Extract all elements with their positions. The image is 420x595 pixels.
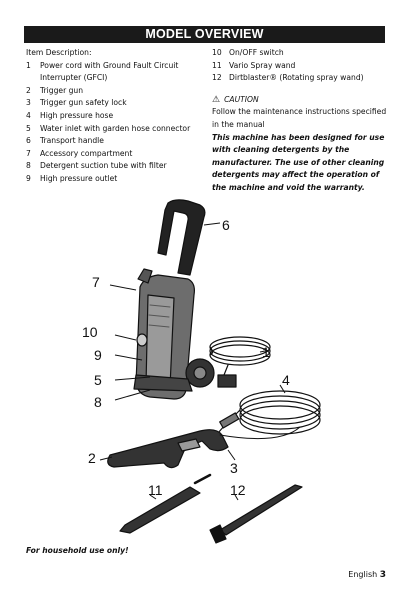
item-text: Trigger gun safety lock [40,98,127,108]
list-item: 5 Water inlet with garden hose connector [26,123,206,136]
list-item: 2 Trigger gun [26,85,206,98]
item-number: 12 [212,73,222,83]
item-number: 5 [26,123,31,133]
callout-11: 11 [148,482,163,498]
transport-handle [157,199,206,276]
callout-2: 2 [88,450,96,466]
item-text: Accessory compartment [40,148,133,158]
list-item: 6 Transport handle [26,135,206,148]
item-text: Detergent suction tube with filter [40,161,167,171]
item-text: Transport handle [40,136,104,146]
footer-language: English [348,570,378,579]
item-number: 7 [26,148,31,158]
list-item: 4 High pressure hose [26,110,206,123]
callout-4: 4 [282,372,290,388]
high-pressure-hose-coil [239,405,321,435]
page-number: 3 [379,570,386,580]
list-item: 9 High pressure outlet [26,173,206,186]
callout-8: 8 [94,394,102,410]
item-number: 4 [26,110,31,120]
vario-spray-wand [119,486,201,534]
accessory-compartment [137,268,153,284]
warning-triangle-icon: ⚠ [212,95,221,106]
caution-heading: ⚠ CAUTION [212,94,390,107]
callout-10: 10 [82,324,98,340]
power-cord-coil [209,344,271,366]
item-text: On/OFF switch [229,48,284,57]
item-description-list: Item Description: 1 Power cord with Groun… [26,47,206,186]
item-number: 6 [26,136,31,146]
list-item: 8 Detergent suction tube with filter [26,160,206,173]
trigger-gun [107,429,229,469]
item-text: Water inlet with garden hose connector [40,123,191,133]
callout-1: 1 [262,344,270,360]
item-text: High pressure outlet [40,173,118,183]
list-item: 3 Trigger gun safety lock [26,97,206,110]
item-number: 11 [212,60,222,70]
caution-detergent-warning: This machine has been designed for use w… [212,132,385,192]
item-text: Trigger gun [40,85,84,95]
item-text: High pressure hose [40,110,114,120]
callout-5: 5 [94,372,102,388]
callout-7: 7 [92,274,100,290]
list-item: 7 Accessory compartment [26,148,206,161]
callout-6: 6 [222,217,230,233]
item-text: Dirtblaster® (Rotating spray wand) [229,73,364,83]
caution-label: CAUTION [224,94,259,104]
household-use-note: For household use only! [26,546,129,555]
item-number: 2 [26,85,31,95]
gfci-plug [217,374,237,388]
list-item: 10 On/OFF switch [212,47,390,60]
item-number: 8 [26,161,31,171]
item-number: 9 [26,173,31,183]
item-description-list-continued: 10 On/OFF switch 11 Vario Spray wand 12 Dir… [212,47,390,195]
item-description-heading: Item Description: [26,48,92,57]
item-number: 10 [212,48,222,57]
list-item: 11 Vario Spray wand [212,60,390,73]
on-off-switch-dial [136,333,148,347]
pressure-washer-illustration: 7 6 10 9 5 8 1 4 2 3 11 12 [82,199,321,544]
page-footer: English 3 [348,570,386,580]
item-text: Power cord with Ground Fault Circuit Int… [40,60,179,83]
list-item: 12 Dirtblaster® (Rotating spray wand) [212,72,390,85]
callout-3: 3 [230,460,238,476]
item-text: Vario Spray wand [229,60,296,70]
item-number: 1 [26,60,31,70]
callout-12: 12 [230,482,246,498]
item-number: 3 [26,98,31,108]
callout-9: 9 [94,347,102,363]
caution-maintenance-text: Follow the maintenance instructions spec… [212,107,387,129]
body-front-panel [145,294,175,388]
page-title: MODEL OVERVIEW [24,26,385,43]
list-item: 1 Power cord with Ground Fault Circuit In… [26,60,206,85]
washer-base [133,374,193,392]
